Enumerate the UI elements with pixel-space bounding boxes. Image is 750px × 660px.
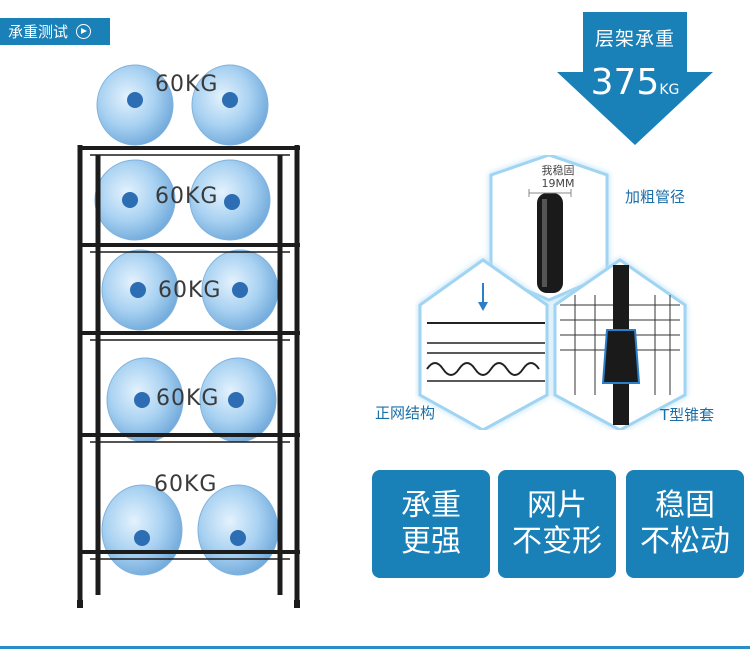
sleeve-label: T型锥套 <box>660 406 715 424</box>
bottom-divider <box>0 646 750 649</box>
feature-line: 稳固 <box>655 488 715 523</box>
feature-box-mesh: 网片 不变形 <box>498 470 616 578</box>
feature-line: 承重 <box>401 488 461 523</box>
mesh-label: 正网结构 <box>375 404 436 422</box>
feature-line: 网片 <box>527 488 587 523</box>
tube-label: 加粗管径 <box>625 188 686 206</box>
bottle-group <box>94 64 279 576</box>
down-arrow-icon <box>557 12 713 145</box>
shelf-load-label: 60KG <box>158 278 222 303</box>
detail-diagram <box>418 155 687 430</box>
section-tag: 承重测试 <box>0 18 110 45</box>
tube-size: 19MM <box>541 177 575 190</box>
mesh-detail <box>418 258 549 430</box>
shelf-load-label: 60KG <box>154 472 218 497</box>
rack-feet <box>77 600 300 608</box>
weight-title: 层架承重 <box>594 28 675 50</box>
rack-posts <box>77 145 300 605</box>
section-tag-label: 承重测试 <box>8 23 69 41</box>
feature-line: 更强 <box>401 524 461 559</box>
rack-illustration <box>77 64 300 608</box>
feature-line: 不变形 <box>512 524 602 559</box>
tube-inner-text: 我稳固 <box>541 164 575 177</box>
play-arrow-icon <box>76 24 92 39</box>
shelf-load-label: 60KG <box>155 72 219 97</box>
weight-unit: KG <box>659 82 680 98</box>
shelf-load-label: 60KG <box>155 184 219 209</box>
feature-box-strength: 承重 更强 <box>372 470 490 578</box>
feature-box-stable: 稳固 不松动 <box>626 470 744 578</box>
weight-number: 375 <box>590 62 660 103</box>
weight-value: 375KG <box>555 62 715 103</box>
tube-inner-label: 我稳固 19MM <box>532 164 584 190</box>
rack-shelves <box>78 146 300 560</box>
sleeve-detail <box>553 258 687 430</box>
shelf-load-label: 60KG <box>156 386 220 411</box>
feature-line: 不松动 <box>640 524 730 559</box>
